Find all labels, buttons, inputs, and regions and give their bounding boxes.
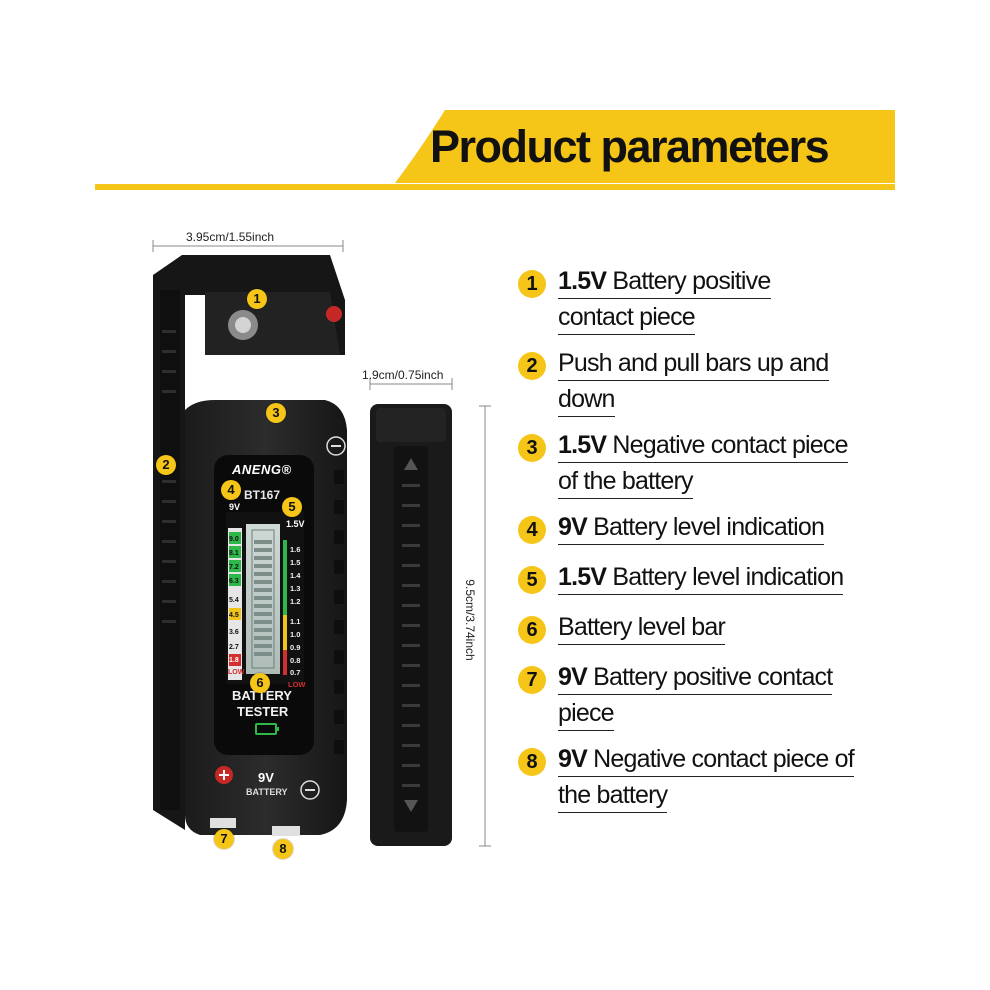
feature-text-line: 9V Battery positive contact	[558, 662, 833, 695]
scale-15v-label: 1.3	[290, 584, 301, 593]
device-brand-label: ANENG®	[232, 462, 292, 477]
lcd-15v-label: 1.5V	[286, 519, 305, 529]
feature-text: Battery level indication	[606, 563, 844, 591]
scale-15v-label: 1.5	[290, 558, 301, 567]
side-width-dimension-label: 1.9cm/0.75inch	[362, 368, 444, 382]
feature-text-line: 1.5V Battery level indication	[558, 562, 844, 595]
page-title: Product parameters	[430, 121, 830, 172]
feature-number-badge: 1	[518, 270, 546, 298]
callout-badge-4: 4	[221, 480, 241, 500]
scale-15v-label: 0.8	[290, 656, 301, 665]
feature-item: 8 9V Negative contact piece of the batte…	[518, 744, 958, 816]
device-model-label: BT167	[244, 488, 281, 502]
feature-text-line: 1.5V Negative contact piece	[558, 430, 849, 463]
callout-badge-7: 7	[214, 829, 234, 849]
feature-text: Battery level indication	[586, 513, 825, 541]
feature-list: 1 1.5V Battery positive contact piece 2 …	[518, 266, 958, 816]
feature-voltage: 1.5V	[558, 431, 607, 459]
feature-item: 6 Battery level bar	[518, 612, 958, 648]
scale-9v-label: 3.6	[229, 629, 239, 636]
feature-text-line: 9V Battery level indication	[558, 512, 825, 545]
feature-item: 7 9V Battery positive contact piece	[518, 662, 958, 734]
feature-text-line: of the battery	[558, 466, 694, 499]
feature-number-badge: 5	[518, 566, 546, 594]
lcd-9v-label: 9V	[229, 502, 241, 512]
scale-9v-label: 1.8	[229, 657, 239, 664]
feature-text-line: Battery level bar	[558, 612, 726, 645]
feature-item: 5 1.5V Battery level indication	[518, 562, 958, 598]
callout-badge-6: 6	[250, 673, 270, 693]
scale-9v-label: 4.5	[229, 612, 239, 619]
feature-number-badge: 3	[518, 434, 546, 462]
feature-item: 4 9V Battery level indication	[518, 512, 958, 548]
scale-9v-label: 5.4	[229, 597, 239, 604]
feature-item: 2 Push and pull bars up and down	[518, 348, 958, 420]
feature-text: Battery positive	[606, 267, 771, 295]
callout-badge-2: 2	[156, 455, 176, 475]
feature-text-line: Push and pull bars up and	[558, 348, 829, 381]
callout-badge-5: 5	[282, 497, 302, 517]
scale-9v-label: 9.0	[229, 536, 239, 543]
feature-item: 1 1.5V Battery positive contact piece	[518, 266, 958, 338]
feature-text: Negative contact piece of	[586, 745, 855, 773]
feature-text-line: down	[558, 384, 615, 417]
feature-text: Negative contact piece	[606, 431, 848, 459]
scale-15v-label: 1.2	[290, 597, 301, 606]
feature-number-badge: 7	[518, 666, 546, 694]
feature-voltage: 1.5V	[558, 267, 607, 295]
device-label-tester: TESTER	[237, 704, 289, 719]
feature-voltage: 1.5V	[558, 563, 607, 591]
scale-15v-label: LOW	[288, 680, 306, 689]
scale-15v-label: 1.0	[290, 630, 301, 639]
bottom-voltage-label: 9V	[258, 770, 274, 785]
feature-text-line: 1.5V Battery positive	[558, 266, 771, 299]
callout-badge-1: 1	[247, 289, 267, 309]
scale-9v-label: 8.1	[229, 550, 239, 557]
width-dimension-label: 3.95cm/1.55inch	[186, 230, 275, 244]
feature-text-line: piece	[558, 698, 615, 731]
banner-background	[95, 110, 895, 190]
feature-text: Battery positive contact	[586, 663, 833, 691]
scale-9v-label: 7.2	[229, 564, 239, 571]
feature-item: 3 1.5V Negative contact piece of the bat…	[518, 430, 958, 502]
feature-number-badge: 4	[518, 516, 546, 544]
bottom-battery-label: BATTERY	[246, 787, 288, 797]
feature-number-badge: 6	[518, 616, 546, 644]
feature-text-line: 9V Negative contact piece of	[558, 744, 855, 777]
device-label-battery: BATTERY	[232, 688, 292, 703]
scale-15v-label: 1.1	[290, 617, 301, 626]
feature-number-badge: 2	[518, 352, 546, 380]
feature-voltage: 9V	[558, 513, 588, 541]
feature-voltage: 9V	[558, 745, 588, 773]
feature-voltage: 9V	[558, 663, 588, 691]
scale-9v-label: 6.3	[229, 578, 239, 585]
scale-9v-label: LOW	[228, 669, 245, 676]
callout-badge-3: 3	[266, 403, 286, 423]
scale-15v-label: 1.4	[290, 571, 301, 580]
feature-text-line: the battery	[558, 780, 668, 813]
scale-15v-label: 0.7	[290, 668, 301, 677]
scale-9v-label: 2.7	[229, 644, 239, 651]
feature-number-badge: 8	[518, 748, 546, 776]
scale-15v-label: 0.9	[290, 643, 301, 652]
scale-15v-label: 1.6	[290, 545, 301, 554]
callout-badge-8: 8	[273, 839, 293, 859]
feature-text-line: contact piece	[558, 302, 696, 335]
